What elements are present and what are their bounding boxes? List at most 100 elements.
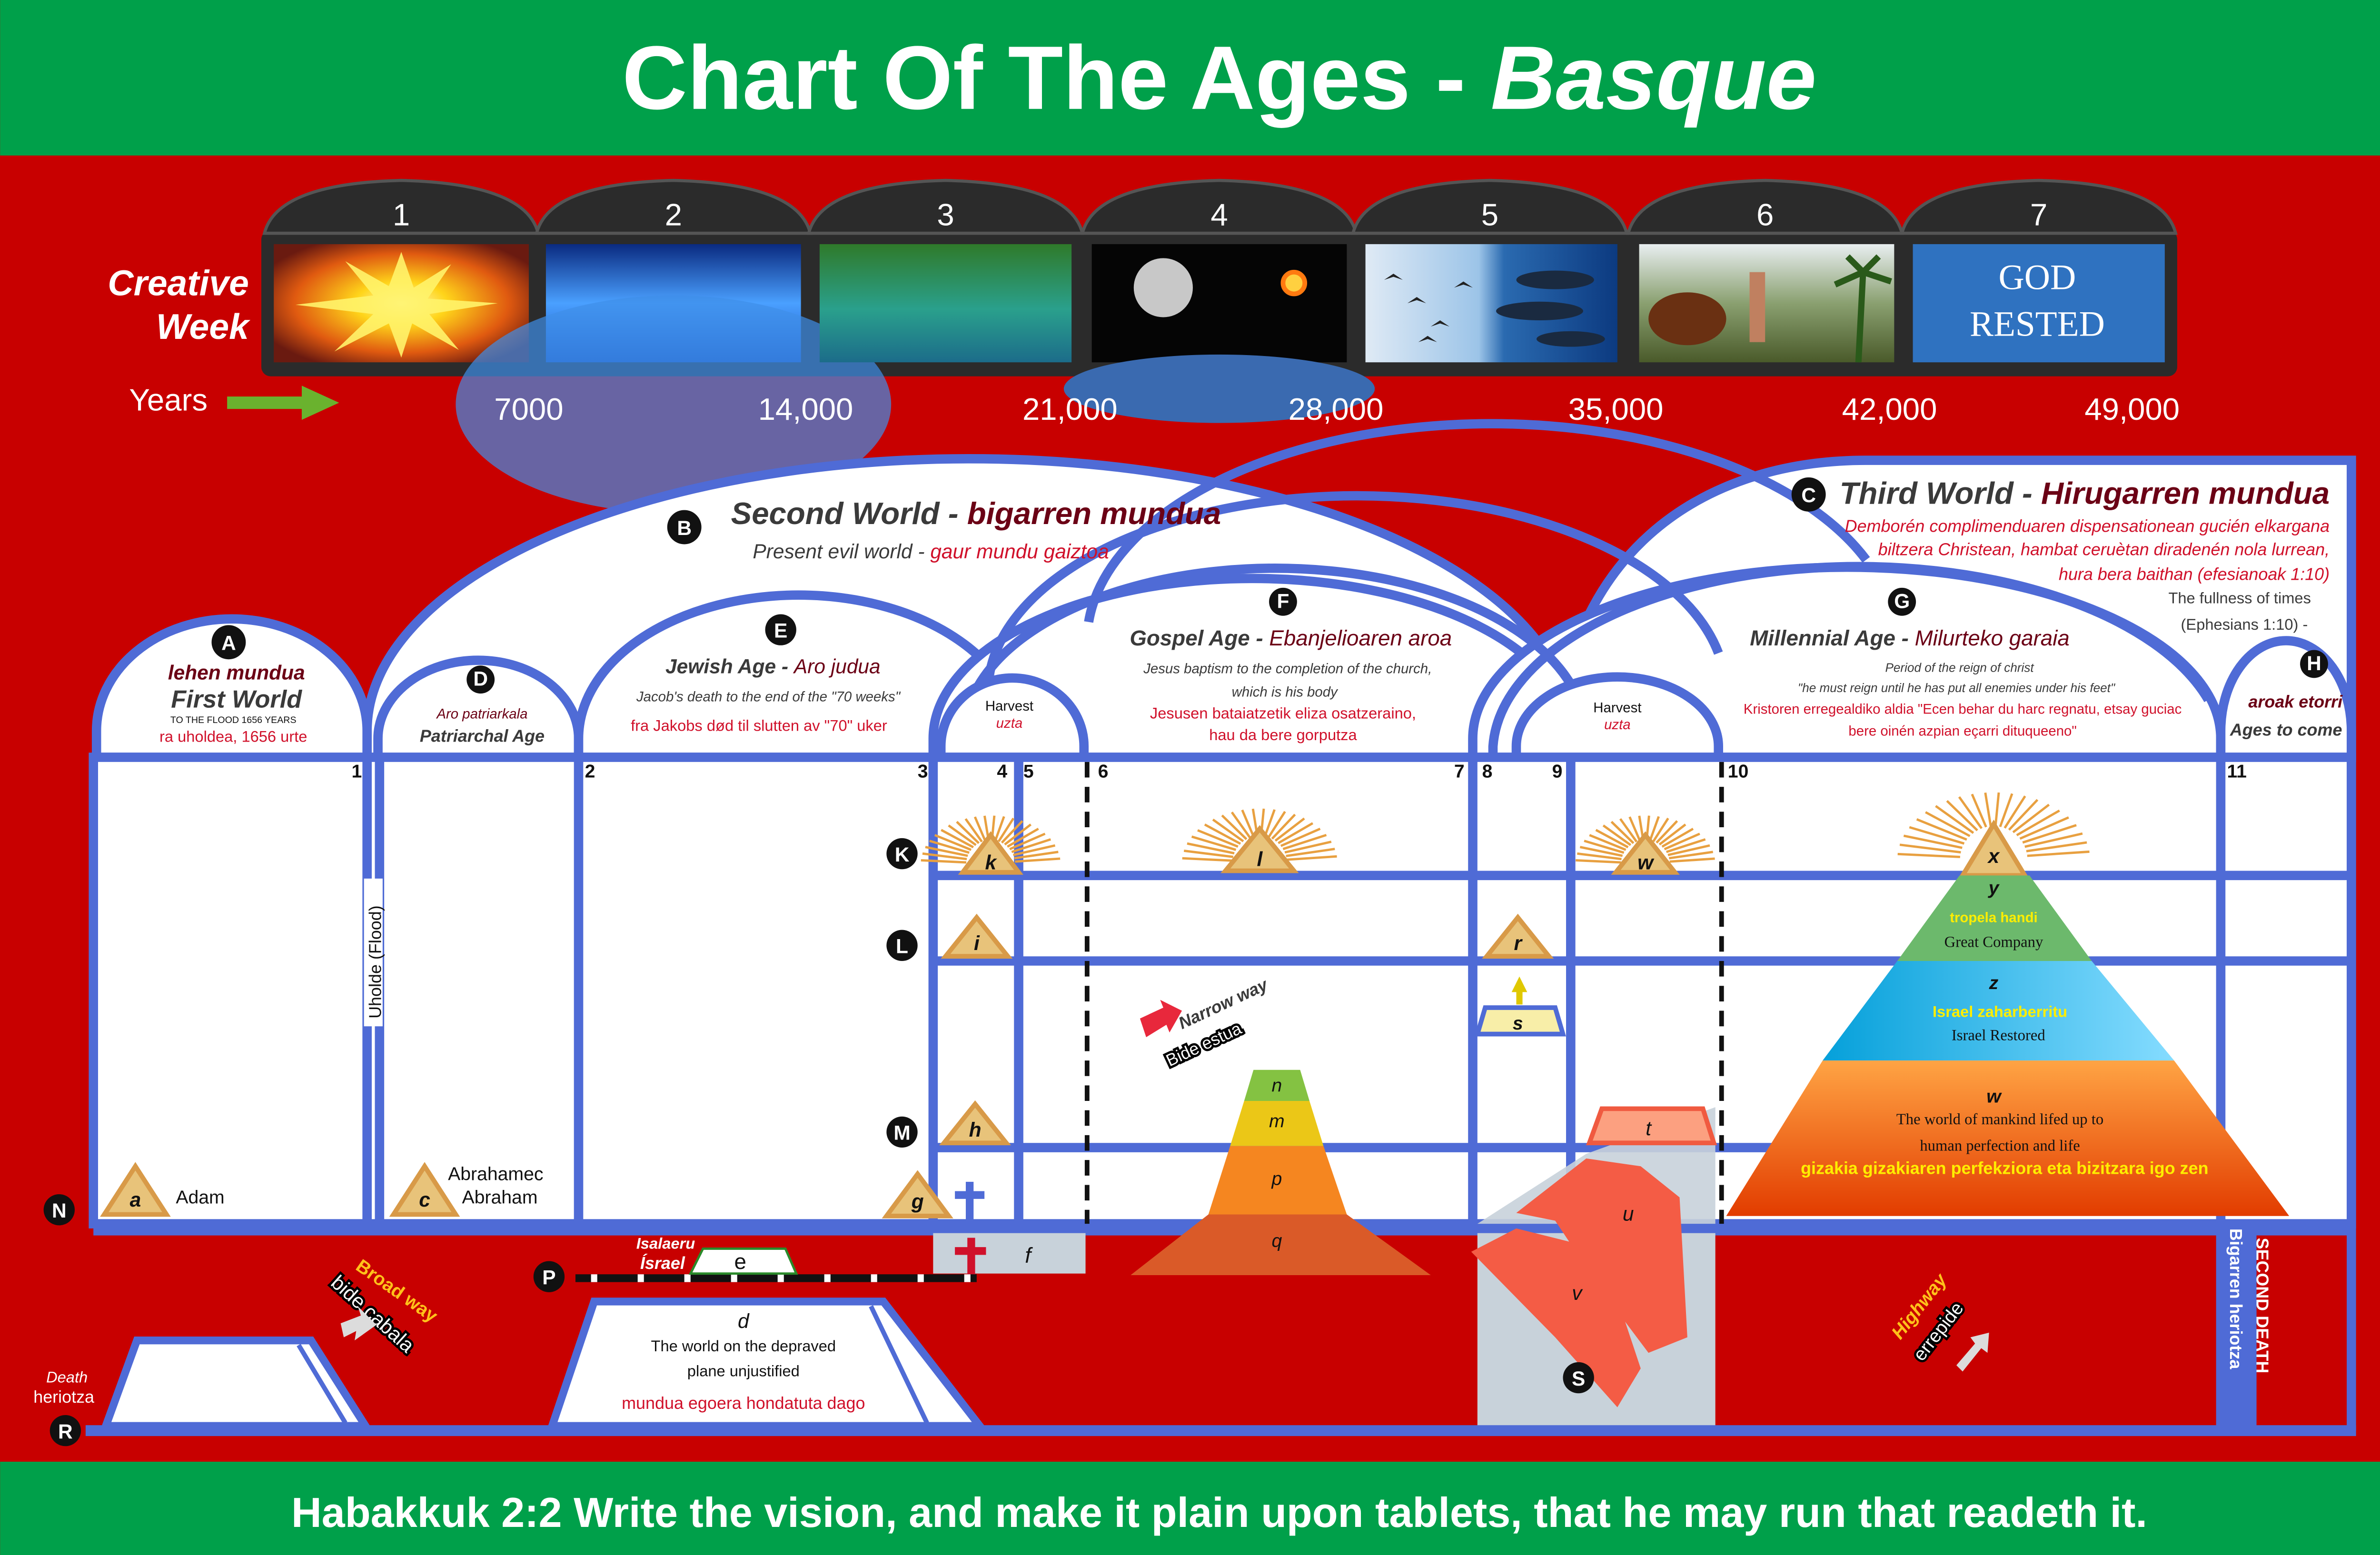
great-company-english: Great Company xyxy=(1944,934,2043,951)
ray-2 xyxy=(1577,852,1622,861)
second-death-basque: Bigarren heriotza xyxy=(2226,1228,2246,1369)
ray-2 xyxy=(1661,828,1694,848)
ray-2 xyxy=(1658,823,1686,846)
ray-2 xyxy=(1584,840,1625,854)
ray-0 xyxy=(948,824,977,846)
pyramid-a-icon xyxy=(100,1162,171,1217)
jewish-age-english: Jewish Age - xyxy=(665,655,794,678)
harvest-1-english: Harvest xyxy=(985,698,1033,714)
plane-k: K xyxy=(895,843,910,866)
ray-0 xyxy=(956,821,980,844)
ray-1 xyxy=(1182,857,1233,862)
depraved-plane-edge xyxy=(869,1305,929,1424)
years-arrow-icon xyxy=(227,386,339,420)
ray-0 xyxy=(997,817,1015,842)
day-tab-2 xyxy=(535,178,813,235)
pyramid-g-icon xyxy=(882,1170,953,1218)
label-q: q xyxy=(1271,1231,1282,1251)
highway-arrow-icon xyxy=(1956,1332,1989,1372)
ray-3 xyxy=(2026,841,2087,852)
footer-verse: Habakkuk 2:2 Write the vision, and make … xyxy=(291,1489,2147,1536)
blue-cross-icon xyxy=(955,1181,985,1226)
year-28000: 28,000 xyxy=(1289,392,1384,426)
gospel-age-basque-2: hau da bere gorputza xyxy=(1209,726,1357,743)
day-tab-5 xyxy=(1351,178,1629,235)
label-n: n xyxy=(1271,1075,1282,1096)
ray-2 xyxy=(1579,846,1623,857)
ray-1 xyxy=(1183,850,1234,858)
letter-f-badge xyxy=(1269,587,1297,616)
ray-0 xyxy=(1007,828,1039,848)
ray-3 xyxy=(1916,818,1967,841)
ray-3 xyxy=(1994,792,2000,827)
marker-c: c xyxy=(419,1189,430,1211)
millennial-age-basque-1: Kristoren erregealdiko aldia "Ecen behar… xyxy=(1744,702,2182,717)
ray-3 xyxy=(1958,796,1983,829)
first-world-english: First World xyxy=(171,685,302,713)
ray-2 xyxy=(1667,844,1710,856)
title-main: Chart Of The Ages - xyxy=(622,28,1491,129)
ray-0 xyxy=(1014,851,1059,860)
day-tab-7 xyxy=(1900,178,2178,235)
ray-0 xyxy=(994,816,1005,841)
footer-bar xyxy=(0,1461,2380,1555)
day-tab-4 xyxy=(1080,178,1359,235)
ray-1 xyxy=(1212,818,1244,842)
narrow-way-arrow-icon xyxy=(1140,1000,1182,1038)
third-world-line-3: hura bera baithan (efesianoak 1:10) xyxy=(2059,565,2330,584)
period-2: 2 xyxy=(585,762,595,782)
gospel-age-basque-1: Jesusen bataiatzetik eliza osatzeraino, xyxy=(1150,704,1416,722)
plane-p: P xyxy=(542,1267,555,1289)
letter-c-badge xyxy=(1791,477,1826,512)
letter-d-badge xyxy=(466,665,495,694)
millennial-age-basque: Milurteko garaia xyxy=(1915,626,2070,650)
gospel-age-english: Gospel Age - xyxy=(1130,626,1269,650)
period-4: 4 xyxy=(997,762,1007,782)
ray-0 xyxy=(1009,832,1046,851)
ray-1 xyxy=(1221,814,1248,840)
gospel-age-desc-2: which is his body xyxy=(1232,684,1339,700)
period-5: 5 xyxy=(1023,762,1034,782)
death-english: Death xyxy=(46,1368,88,1386)
ray-2 xyxy=(1666,838,1706,853)
letter-a-badge xyxy=(211,625,246,660)
period-11: 11 xyxy=(2227,762,2247,782)
ray-2 xyxy=(1656,820,1678,844)
ray-2 xyxy=(1669,851,1714,860)
great-company-basque: tropela handi xyxy=(1950,910,2038,925)
israel-name: Ísrael xyxy=(640,1253,685,1273)
third-world-line-1: Demborén complimenduaren dispensationean… xyxy=(1845,516,2330,535)
period-7: 7 xyxy=(1454,762,1465,782)
letter-g-badge xyxy=(1888,587,1916,616)
ray-1 xyxy=(1278,822,1314,844)
ray-2 xyxy=(1649,816,1660,841)
header-bar xyxy=(0,0,2380,156)
plane-k-badge xyxy=(886,838,918,870)
day-tab-6 xyxy=(1626,178,1904,235)
day-tab-1 xyxy=(262,178,540,235)
plane-m-badge xyxy=(886,1116,918,1148)
letter-b-badge xyxy=(667,510,702,545)
gospel-age-basque: Ebanjelioaren aroa xyxy=(1269,626,1452,650)
third-world-line-2: biltzera Christean, hambat ceruètan dira… xyxy=(1878,539,2330,559)
creative-week-label-2: Week xyxy=(156,307,250,347)
ray-1 xyxy=(1191,835,1237,851)
pyramid-c-icon xyxy=(389,1162,460,1217)
death-basque: heriotza xyxy=(33,1387,94,1406)
ray-2 xyxy=(1628,816,1641,842)
plane-n: N xyxy=(52,1199,67,1222)
ephesians-reference: (Ephesians 1:10) - xyxy=(2181,615,2308,633)
patriarchal-age-arch xyxy=(373,655,584,762)
ray-2 xyxy=(1576,859,1621,864)
plane-badges: K L M N P R xyxy=(43,838,918,1446)
pyramid-w-icon xyxy=(1611,831,1680,875)
pyramid-layer-w xyxy=(1726,1060,2290,1216)
plane-l: L xyxy=(896,935,908,958)
ray-1 xyxy=(1284,841,1332,854)
ray-0 xyxy=(929,840,970,854)
israel-restored-english: Israel Restored xyxy=(1952,1027,2045,1044)
broad-way-arrow-icon xyxy=(340,1306,377,1341)
ray-3 xyxy=(2022,824,2077,844)
third-world-basque: Hirugarren mundua xyxy=(2041,476,2330,511)
ray-0 xyxy=(934,834,972,851)
